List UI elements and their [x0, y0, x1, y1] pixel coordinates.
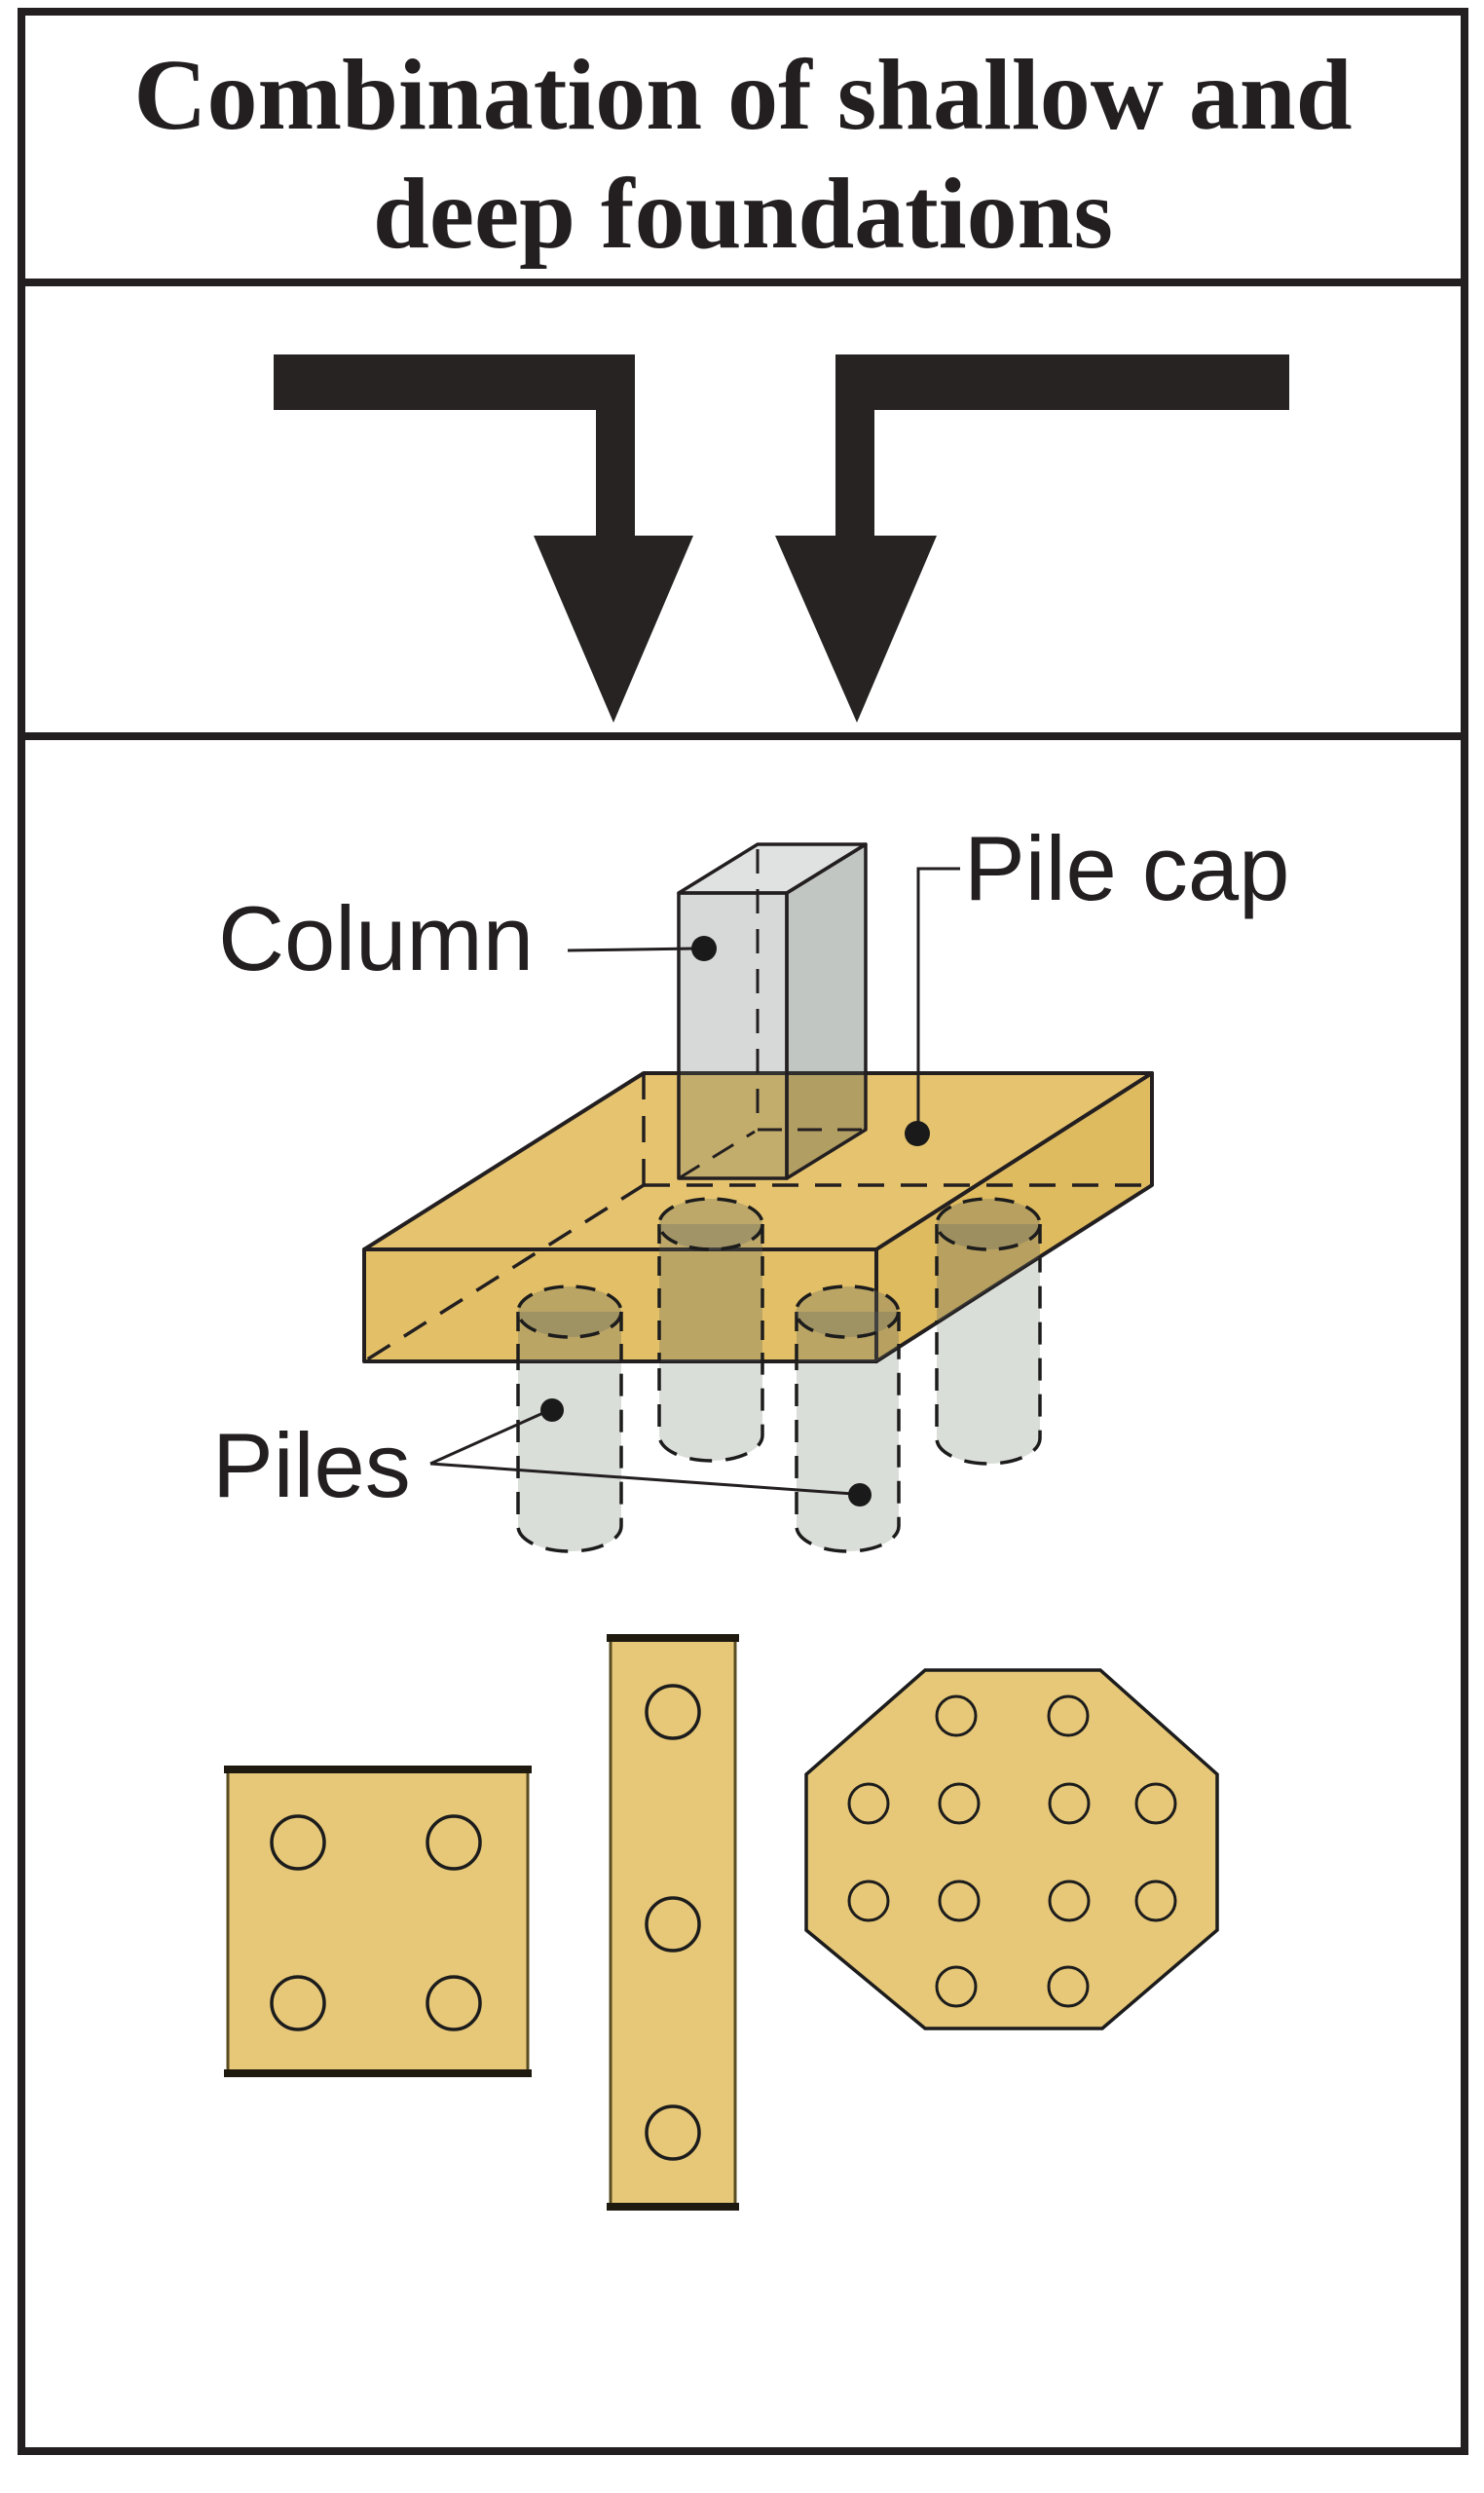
pile-hole — [426, 1975, 482, 2031]
pile-hole — [426, 1814, 482, 1871]
pile-hole — [270, 1975, 326, 2031]
column-leader-dot — [691, 936, 717, 961]
piles-leader-line-1 — [429, 1410, 546, 1466]
page-title-line1: Combination of shallow and — [133, 39, 1352, 151]
pile-front-left — [516, 1312, 623, 1553]
column-front-face — [677, 891, 789, 1180]
pile-top-back-right — [935, 1197, 1042, 1251]
footprint-octagon — [804, 1668, 1219, 2030]
pile-cap-label: Pile cap — [964, 817, 1289, 919]
pile-hole — [270, 1814, 326, 1871]
footprint-square-group — [224, 1766, 532, 2077]
pile-hole — [938, 1879, 981, 1922]
pile-cap-hidden-edges — [363, 1073, 1152, 1363]
footprint-strip — [609, 1634, 737, 2211]
pile-top-front-right — [794, 1284, 901, 1339]
piles-through-cap-group — [516, 1197, 1042, 1361]
pile-hole — [1134, 1879, 1177, 1922]
outer-border — [18, 8, 1468, 2455]
pile-hole — [645, 1896, 701, 1953]
footprint-octagon-group — [804, 1668, 1219, 2030]
pile-hole — [1047, 1694, 1090, 1737]
annotation-group: Column Pile cap Piles — [212, 817, 1289, 1516]
pile-cap-leader-line — [916, 867, 960, 1128]
pile-cap-right-face — [874, 1071, 1154, 1363]
pile-hole — [1048, 1782, 1091, 1825]
pile-top-back-left — [657, 1197, 764, 1251]
down-arrow-right-icon — [775, 354, 1289, 723]
pile-cap-group — [362, 1071, 1154, 1363]
piles-leader-line-2 — [429, 1462, 854, 1496]
pile-hole — [645, 2104, 701, 2161]
pile-hole — [935, 1694, 978, 1737]
pile-hole — [847, 1782, 890, 1825]
footprint-square — [226, 1766, 530, 2077]
pile-hole — [935, 1965, 978, 2008]
pile-hole — [1048, 1879, 1091, 1922]
piles-leader-dot-1 — [540, 1398, 564, 1422]
pile-cap-leader-dot — [905, 1121, 930, 1146]
piles-label: Piles — [212, 1414, 411, 1516]
column-hidden-edges — [678, 849, 863, 1180]
down-arrow-left-icon — [274, 354, 693, 723]
pile-hole — [938, 1782, 981, 1825]
column-leader-line — [567, 947, 696, 952]
footprint-strip-group — [607, 1634, 739, 2211]
column-group — [677, 842, 868, 1180]
page-title-line2: deep foundations — [373, 158, 1113, 270]
pile-hole — [645, 1684, 701, 1740]
column-label: Column — [218, 887, 534, 989]
piles-leader-dot-2 — [848, 1483, 872, 1507]
pile-hole — [1047, 1965, 1090, 2008]
pile-hole — [1134, 1782, 1177, 1825]
pile-hole — [847, 1879, 890, 1922]
pile-top-front-left — [516, 1284, 623, 1339]
